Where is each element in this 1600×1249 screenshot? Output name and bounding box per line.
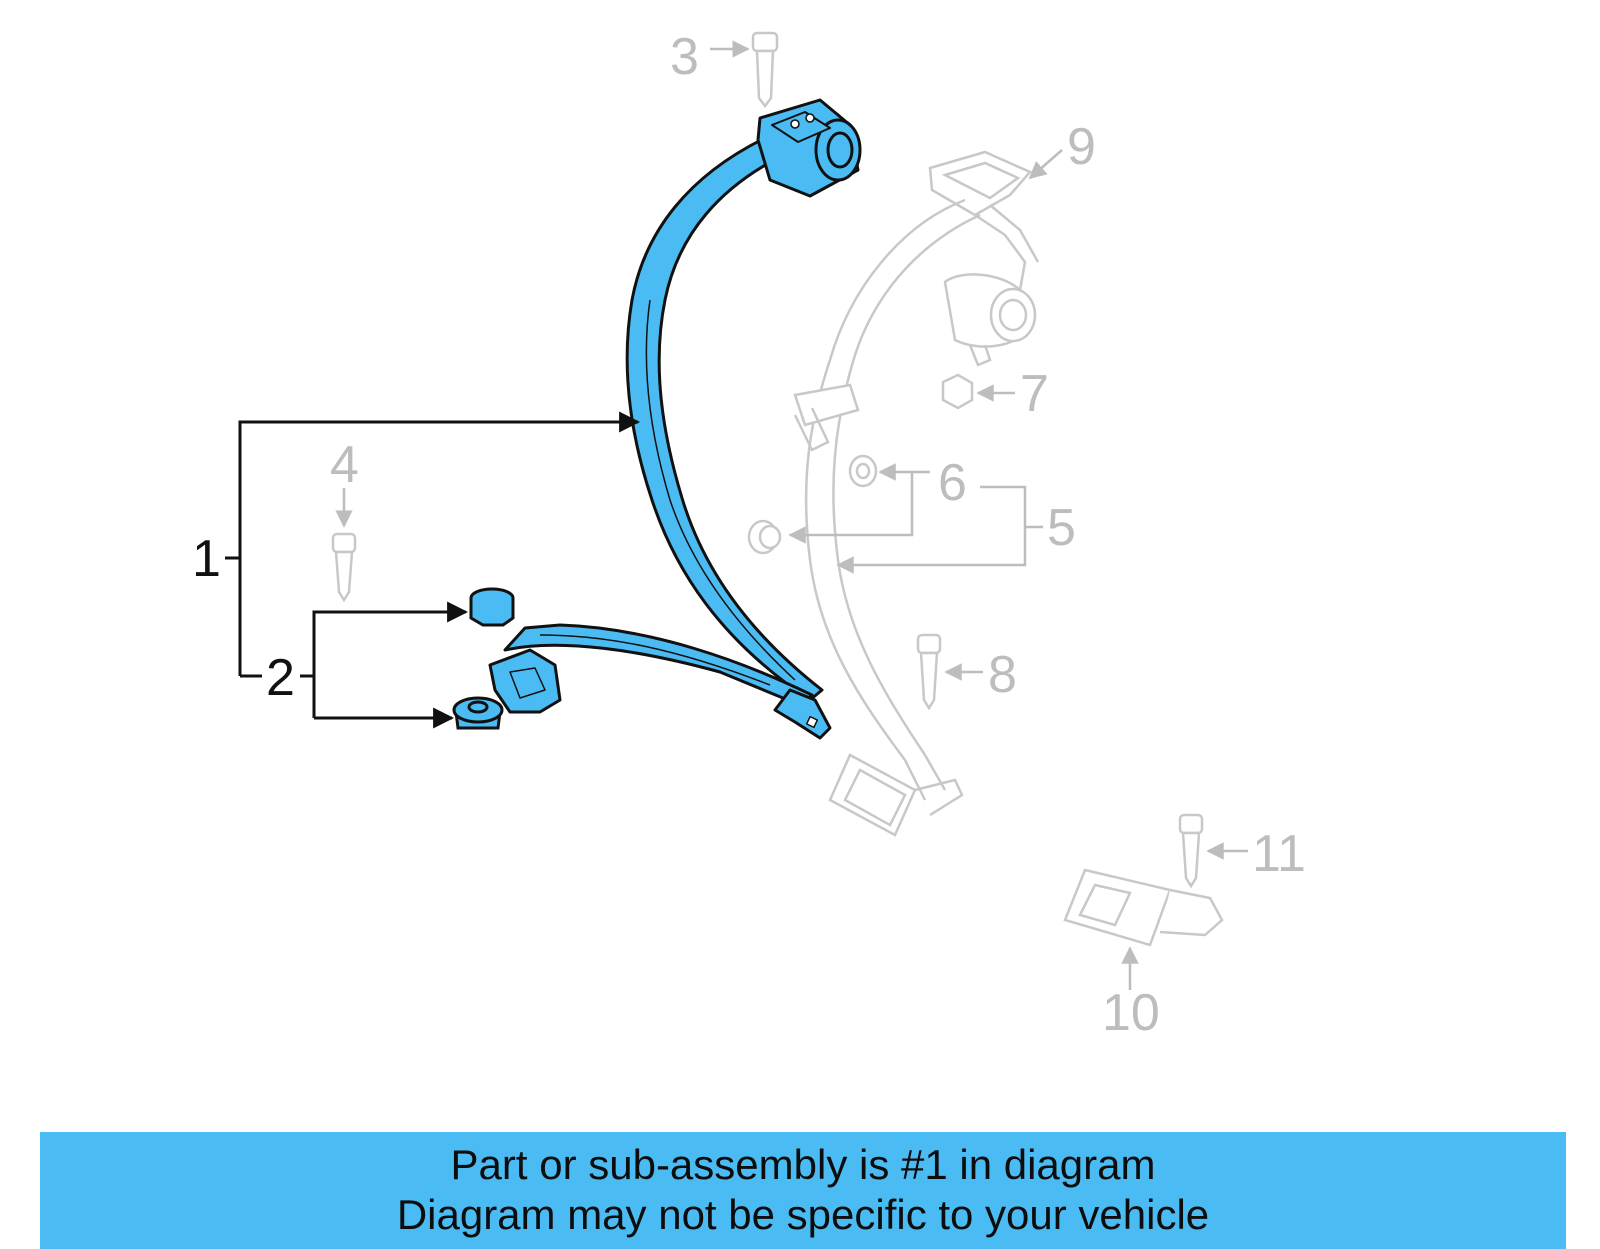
callout-leader-2 (300, 601, 469, 729)
banner-line-2: Diagram may not be specific to your vehi… (396, 1191, 1210, 1238)
nut-6a (848, 454, 878, 488)
callout-10: 10 (1102, 984, 1160, 1042)
bolt-3 (751, 31, 779, 109)
info-banner: Part or sub-assembly is #1 in diagram Di… (40, 1132, 1566, 1249)
bolt-8 (916, 633, 942, 711)
bracket-10 (1063, 868, 1224, 947)
seat-belt-assembly-1 (488, 98, 862, 740)
ghost-belt-assembly-5 (793, 150, 1040, 837)
callout-8: 8 (988, 646, 1017, 704)
bolt-4 (331, 532, 357, 603)
callout-leader-9 (1028, 149, 1063, 180)
callout-6: 6 (938, 454, 967, 512)
fastener-2a (469, 587, 515, 627)
callout-leader-1 (225, 411, 641, 678)
callout-9: 9 (1067, 118, 1096, 176)
callout-11: 11 (1252, 825, 1306, 883)
banner-line-1: Part or sub-assembly is #1 in diagram (450, 1141, 1156, 1188)
callout-5: 5 (1047, 499, 1076, 557)
callout-1: 1 (192, 530, 221, 588)
nut-6b (747, 519, 782, 555)
fastener-2b (452, 696, 504, 730)
callout-7: 7 (1020, 365, 1049, 423)
callout-leader-6 (788, 463, 930, 544)
callout-3: 3 (670, 28, 699, 86)
callout-2: 2 (266, 649, 295, 707)
callout-leader-5 (836, 485, 1043, 574)
bolt-11 (1178, 813, 1204, 889)
nut-7 (941, 373, 974, 410)
callout-4: 4 (330, 436, 359, 494)
